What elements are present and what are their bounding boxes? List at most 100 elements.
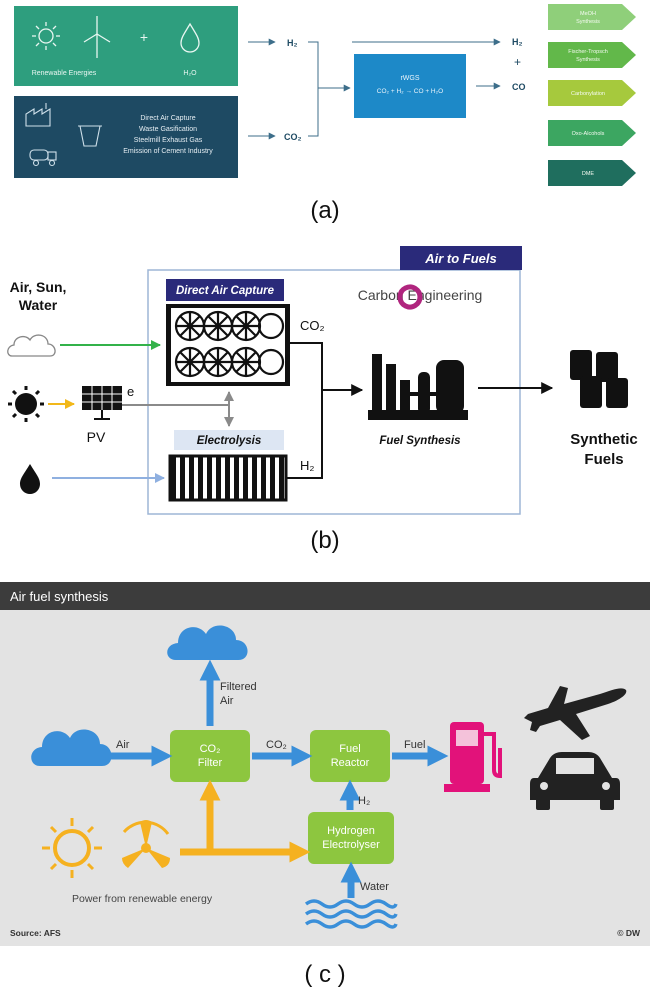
direct-air-capture-label: Direct Air Capture xyxy=(176,285,275,297)
output-label: Fuels xyxy=(584,451,623,468)
product-arrows: MeOH Synthesis Fischer-Tropsch Synthesis… xyxy=(548,4,636,186)
plus-output: + xyxy=(514,55,521,69)
co2-line xyxy=(290,342,323,390)
plus-sign: + xyxy=(140,29,148,45)
wind-turbine-icon xyxy=(83,16,111,58)
sources-box xyxy=(14,96,238,178)
rwgs-equation: CO₂ + H₂ → CO + H₂O xyxy=(377,88,443,95)
product-arrow-dme xyxy=(548,160,636,186)
airplane-icon xyxy=(524,686,627,740)
co2-label: CO₂ xyxy=(300,318,325,333)
water-drop-icon xyxy=(180,22,200,53)
co2-label: CO₂ xyxy=(266,739,287,751)
sun-icon xyxy=(8,386,44,422)
panel-c: Air fuel synthesis CO₂ Filter Fuel React… xyxy=(0,582,650,988)
cloud-icon xyxy=(31,729,112,766)
electrolysis-label-bg xyxy=(174,430,284,450)
hydrogen-electrolyser-box xyxy=(308,812,394,864)
sun-icon xyxy=(42,818,102,878)
product-label: Fischer-Tropsch xyxy=(568,49,608,55)
co2-filter-box xyxy=(170,730,250,782)
panel-a: + Renewable Energies H₂O Direct Air Capt… xyxy=(14,4,636,224)
product-arrow-fischer-tropsch xyxy=(548,42,636,68)
water-drop-icon xyxy=(20,464,40,494)
h2-label: H₂ xyxy=(358,795,370,807)
sources-list: Direct Air Capture Waste Gasification St… xyxy=(123,115,213,155)
h2-output-label: H₂ xyxy=(512,37,523,47)
filtered-air-cloud-icon xyxy=(167,625,248,660)
water-label: Water xyxy=(360,881,389,893)
recycle-bin-icon xyxy=(78,125,102,147)
solar-panel-icon xyxy=(82,386,122,420)
inputs-label: Air, Sun, xyxy=(10,279,67,295)
product-label: Synthesis xyxy=(576,57,600,63)
water-waves-icon xyxy=(304,899,398,929)
product-label: Synthesis xyxy=(576,19,600,25)
source-credit: Source: AFS xyxy=(10,928,61,938)
direct-air-capture-unit xyxy=(166,304,290,386)
filtered-air-label: Filtered xyxy=(220,681,257,693)
fuel-barrels-icon xyxy=(570,350,628,408)
caption-a: (a) xyxy=(310,197,339,224)
air-label: Air xyxy=(116,739,130,751)
source-line: Steelmill Exhaust Gas xyxy=(134,137,203,144)
fuel-synthesis-label: Fuel Synthesis xyxy=(379,435,460,447)
sun-icon xyxy=(32,22,60,50)
filtered-air-label: Air xyxy=(220,695,234,707)
electrolyser-unit xyxy=(168,454,288,502)
wind-turbine-icon xyxy=(122,820,170,868)
hydrogen-electrolyser-label: Hydrogen xyxy=(327,825,375,837)
co2-input-label: CO₂ xyxy=(284,132,302,142)
car-icon xyxy=(530,752,620,810)
rwgs-title: rWGS xyxy=(400,75,419,82)
panel-c-title: Air fuel synthesis xyxy=(10,589,109,604)
product-label: Carbonylation xyxy=(571,91,605,97)
h2-label: H₂ xyxy=(300,458,314,473)
product-arrow-carbonylation xyxy=(548,80,636,106)
power-label: Power from renewable energy xyxy=(72,893,213,905)
fuel-label: Fuel xyxy=(404,739,425,751)
rwgs-box xyxy=(354,54,466,118)
h2-input-label: H₂ xyxy=(287,38,298,48)
air-to-fuels-frame xyxy=(147,269,521,515)
electron-label: e xyxy=(127,384,134,399)
cloud-icon xyxy=(7,334,56,357)
air-to-fuels-title: Air to Fuels xyxy=(424,251,497,266)
inputs-label: Water xyxy=(19,297,58,313)
cement-truck-icon xyxy=(29,149,57,167)
panel-c-header xyxy=(0,582,650,610)
panel-b: Air to Fuels Carbon Engineering Direct A… xyxy=(7,246,638,554)
h2o-label: H₂O xyxy=(183,70,197,77)
air-to-fuels-banner xyxy=(400,246,522,270)
h2-line xyxy=(286,390,323,479)
source-line: Emission of Cement Industry xyxy=(123,148,213,155)
fuel-reactor-label: Fuel xyxy=(339,743,360,755)
product-label: DME xyxy=(582,171,595,177)
output-label: Synthetic xyxy=(570,431,638,448)
renewable-box xyxy=(14,6,238,86)
caption-b: (b) xyxy=(310,527,339,554)
fuel-reactor-box xyxy=(310,730,390,782)
electrolysis-label: Electrolysis xyxy=(197,435,262,447)
fuel-pump-icon xyxy=(444,722,502,792)
source-line: Waste Gasification xyxy=(139,126,197,133)
source-line: Direct Air Capture xyxy=(140,115,195,122)
product-label: Oxo-Alcohols xyxy=(572,131,605,137)
company-logo-icon xyxy=(397,284,423,310)
hydrogen-electrolyser-label: Electrolyser xyxy=(322,839,380,851)
pv-label: PV xyxy=(87,429,106,445)
merge-connector xyxy=(308,41,319,137)
fuel-synthesis-plant-icon xyxy=(368,354,468,420)
co2-filter-label: Filter xyxy=(198,757,223,769)
product-label: MeOH xyxy=(580,11,596,17)
renewable-energies-label: Renewable Energies xyxy=(32,70,97,77)
co2-filter-label: CO₂ xyxy=(200,743,221,755)
product-arrow-meoh xyxy=(548,4,636,30)
fuel-reactor-label: Reactor xyxy=(331,757,370,769)
caption-c: ( c ) xyxy=(304,961,345,988)
product-arrow-oxo-alcohols xyxy=(548,120,636,146)
factory-icon xyxy=(25,103,51,127)
co-output-label: CO xyxy=(512,82,526,92)
dw-credit: © DW xyxy=(617,928,641,938)
